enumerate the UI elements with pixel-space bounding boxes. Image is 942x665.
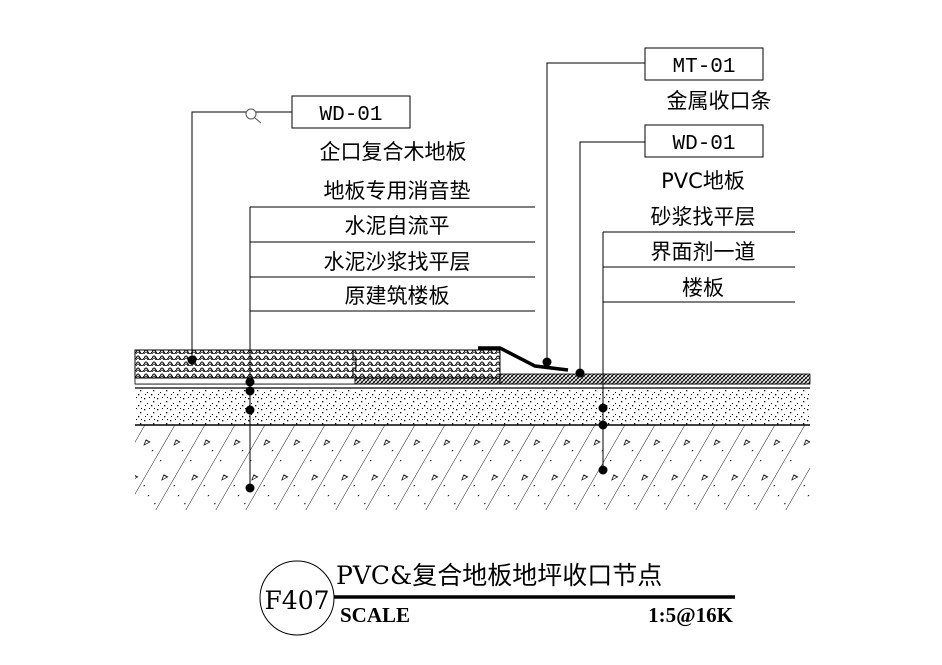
strip-name: 金属收口条 bbox=[667, 89, 772, 113]
mt01-tag-box bbox=[644, 47, 764, 81]
wood-floor bbox=[134, 349, 501, 379]
title-block: F407 PVC&复合地板地坪收口节点 SCALE 1:5@16K bbox=[259, 560, 735, 636]
left-layer-1: 地板专用消音垫 bbox=[324, 179, 471, 203]
right-annotations bbox=[546, 47, 795, 470]
wd01-tag-box bbox=[291, 95, 411, 129]
mortar-layer bbox=[135, 388, 810, 425]
left-layer-4: 原建筑楼板 bbox=[345, 284, 450, 308]
drawing-title: PVC&复合地板地坪收口节点 bbox=[336, 561, 662, 590]
pvc-floor bbox=[499, 373, 811, 385]
scale-label: SCALE bbox=[340, 603, 410, 627]
left-tag: WD-01 bbox=[319, 104, 382, 127]
right-name: PVC地板 bbox=[661, 169, 745, 193]
underlay-strip bbox=[354, 377, 501, 385]
floor-section bbox=[134, 346, 811, 510]
left-layer-3: 水泥沙浆找平层 bbox=[324, 250, 471, 274]
leader-dots bbox=[187, 355, 608, 493]
left-layer-2: 水泥自流平 bbox=[345, 214, 450, 238]
right-layer-1: 砂浆找平层 bbox=[651, 205, 756, 229]
drawing-number: F407 bbox=[264, 586, 329, 615]
left-name: 企口复合木地板 bbox=[320, 140, 467, 164]
concrete-slab bbox=[135, 425, 810, 510]
metal-edge-strip bbox=[478, 346, 569, 372]
right-layer-3: 楼板 bbox=[682, 276, 724, 300]
left-annotations bbox=[191, 95, 535, 488]
right-layer-2: 界面剂一道 bbox=[651, 240, 756, 264]
right-tag: WD-01 bbox=[672, 133, 735, 156]
self-leveling-layer bbox=[134, 377, 356, 385]
scale-value: 1:5@16K bbox=[648, 603, 734, 627]
magnifier-icon bbox=[245, 108, 262, 124]
strip-tag: MT-01 bbox=[672, 56, 735, 79]
wd01-right-tag-box bbox=[644, 124, 764, 158]
